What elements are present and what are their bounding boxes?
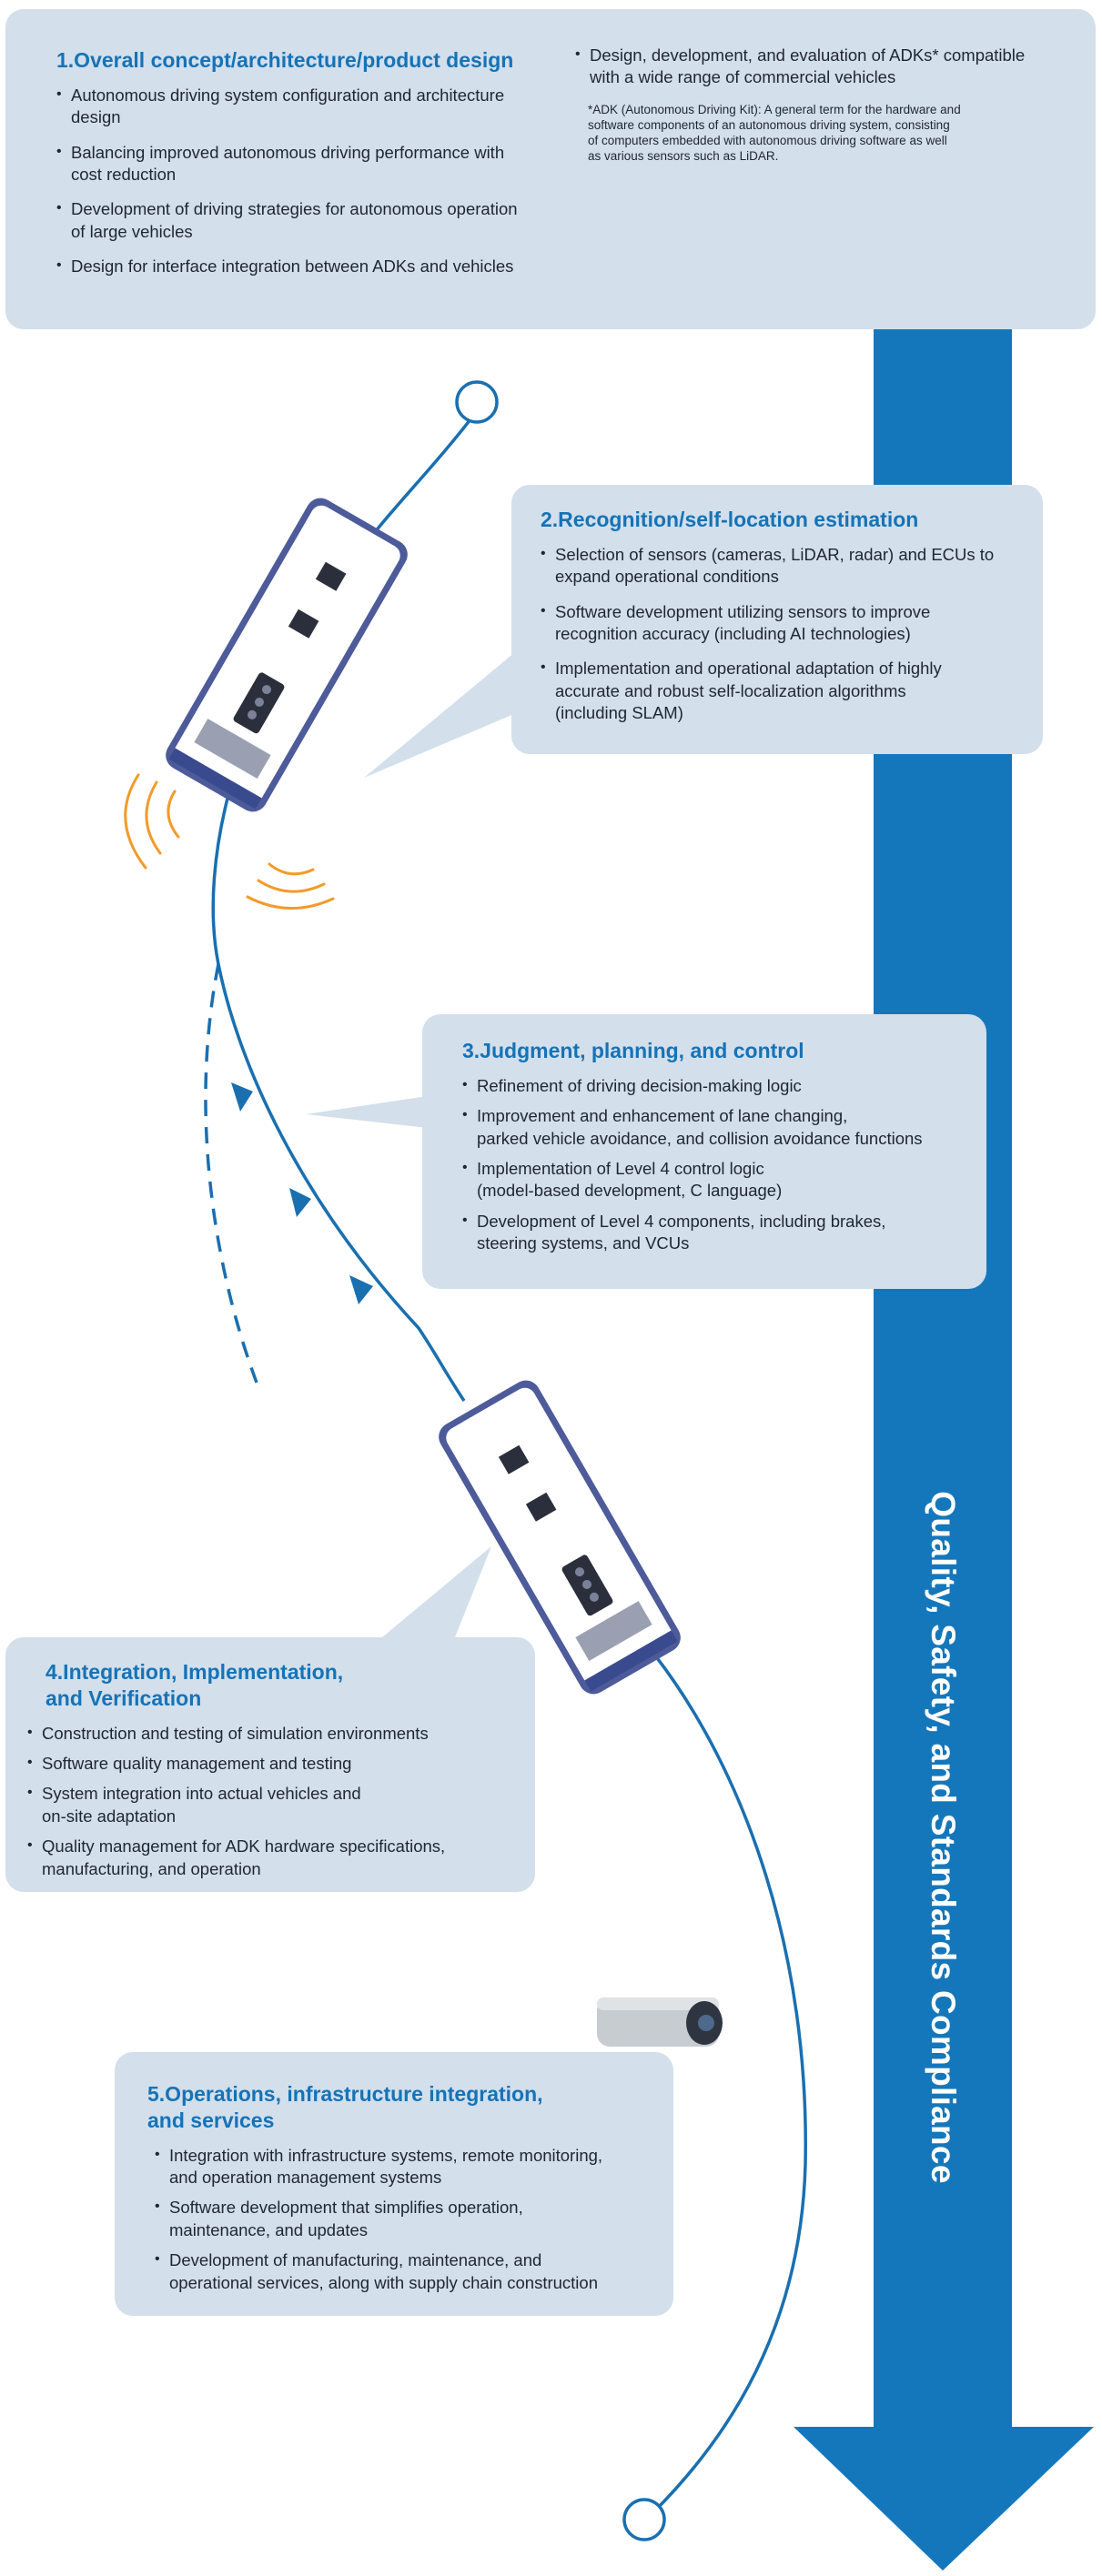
list-item: System integration into actual vehicles … [27,1783,521,1827]
list-item: Software development that simplifies ope… [155,2197,659,2241]
list-item: Quality management for ADK hardware spec… [27,1836,521,1880]
section-integration: 4.Integration, Implementation, and Verif… [5,1637,535,1892]
callout-pointer [382,1546,491,1637]
list-item: Refinement of driving decision-making lo… [462,1075,972,1097]
route-direction-arrow [231,1082,253,1112]
route-direction-arrow [289,1188,311,1217]
bullet-list-right: Design, development, and evaluation of A… [575,45,1068,89]
compliance-arrow [794,327,1094,2571]
autonomous-bus-icon [439,1380,681,1695]
list-item: Software development utilizing sensors t… [541,601,1028,646]
section-overall-design: 1.Overall concept/architecture/product d… [5,9,1096,329]
route-start-circle [455,380,499,424]
adk-footnote: *ADK (Autonomous Driving Kit): A general… [588,102,961,164]
autonomous-bus-icon [166,498,408,812]
alternate-route-dashed [204,963,258,1384]
route-direction-arrow [349,1275,373,1304]
bullet-list: Integration with infrastructure systems,… [155,2145,659,2294]
list-item: Development of Level 4 components, inclu… [462,1211,972,1255]
bullet-list: Refinement of driving decision-making lo… [462,1075,972,1255]
section-operations: 5.Operations, infrastructure integration… [115,2052,673,2316]
list-item: Balancing improved autonomous driving pe… [56,142,566,186]
bullet-list: Selection of sensors (cameras, LiDAR, ra… [541,544,1028,725]
section-title: 1.Overall concept/architecture/product d… [56,48,514,72]
section-title: 5.Operations, infrastructure integration… [147,2082,543,2132]
list-item: Improvement and enhancement of lane chan… [462,1105,972,1150]
callout-pointer [306,1096,428,1128]
route-end-circle [622,2498,666,2541]
section-title: 2.Recognition/self-location estimation [541,508,919,531]
list-item: Development of manufacturing, maintenanc… [155,2249,659,2294]
list-item: Design, development, and evaluation of A… [575,45,1068,89]
list-item: Selection of sensors (cameras, LiDAR, ra… [541,544,1028,589]
list-item: Construction and testing of simulation e… [27,1723,521,1745]
list-item: Development of driving strategies for au… [56,198,566,243]
list-item: Autonomous driving system configuration … [56,85,566,129]
compliance-banner-label: Quality, Safety, and Standards Complianc… [925,1491,962,2184]
bullet-list: Construction and testing of simulation e… [27,1723,521,1880]
list-item: Implementation and operational adaptatio… [541,658,1028,724]
section-title: 4.Integration, Implementation, and Verif… [45,1660,344,1710]
section-title: 3.Judgment, planning, and control [462,1039,804,1062]
list-item: Design for interface integration between… [56,256,566,277]
list-item: Implementation of Level 4 control logic … [462,1158,972,1202]
section-judgment-planning: 3.Judgment, planning, and control Refine… [422,1014,986,1289]
section-recognition: 2.Recognition/self-location estimation S… [511,485,1043,754]
list-item: Software quality management and testing [27,1753,521,1775]
sensor-waves-icon [124,773,335,910]
bullet-list-left: Autonomous driving system configuration … [56,85,566,291]
callout-pointer [364,648,546,778]
list-item: Integration with infrastructure systems,… [155,2145,659,2189]
